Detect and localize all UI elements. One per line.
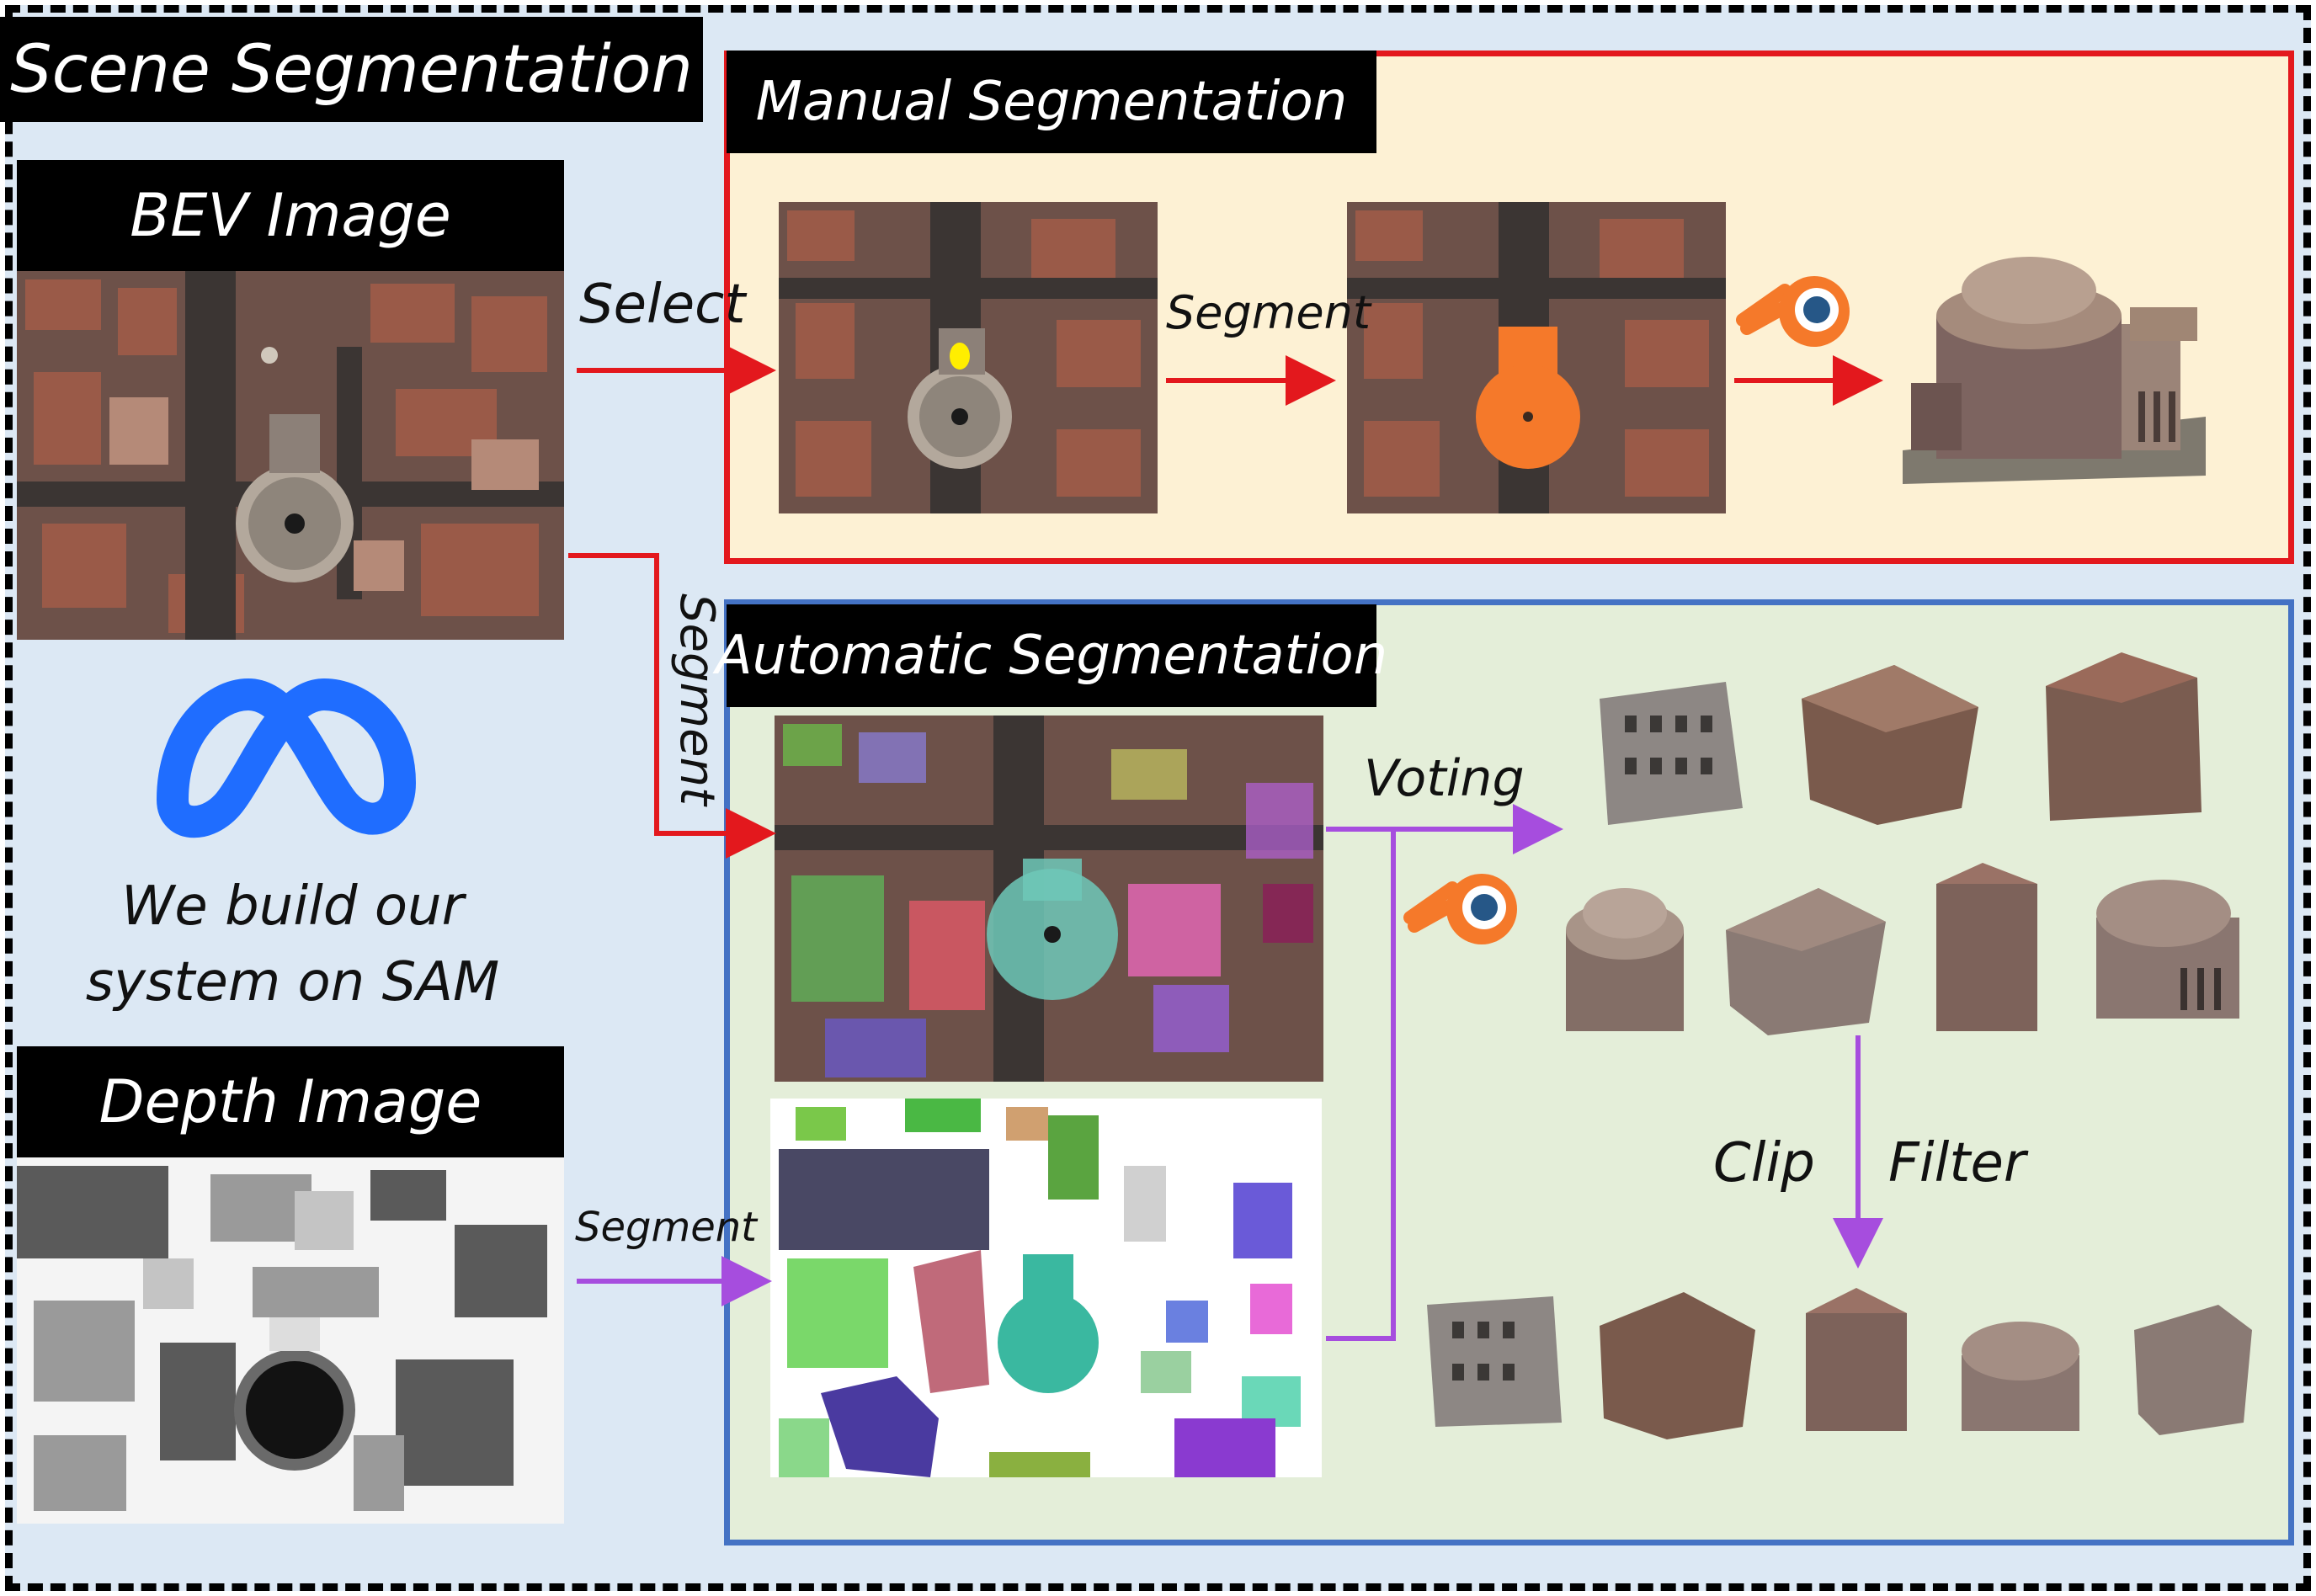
filtered-building-4 — [1945, 1296, 2096, 1439]
bev-image-title: BEV Image — [17, 160, 564, 271]
manual-segmentation-title: Manual Segmentation — [727, 51, 1376, 153]
depth-segment-label: Segment — [575, 1204, 757, 1251]
pantheon-3d-model — [1903, 257, 2206, 484]
meta-logo-icon — [157, 678, 416, 838]
bev-image — [17, 271, 564, 640]
building-model-6 — [1924, 859, 2046, 1040]
voting-label: Voting — [1364, 749, 1525, 808]
building-model-1 — [1583, 665, 1751, 833]
bev-segment-arrow — [568, 553, 776, 859]
clip-label: Clip — [1713, 1132, 1815, 1194]
select-label: Select — [579, 274, 746, 336]
bev-segment-label: Segment — [669, 593, 724, 806]
building-model-4 — [1549, 871, 1701, 1040]
auto-sam-overlay-image — [775, 716, 1323, 1082]
blender-logo-icon-2 — [1403, 874, 1517, 944]
depth-image — [17, 1157, 564, 1524]
depth-image-title: Depth Image — [17, 1046, 564, 1157]
filter-label: Filter — [1888, 1132, 2026, 1194]
manual-segmented-image — [1347, 202, 1726, 513]
manual-segment-label: Segment — [1166, 286, 1371, 339]
blender-logo-icon — [1736, 276, 1850, 347]
automatic-segmentation-title: Automatic Segmentation — [716, 604, 1387, 707]
filtered-building-1 — [1419, 1279, 1566, 1431]
building-model-2 — [1793, 657, 1983, 829]
auto-depth-segmentation-image — [770, 1099, 1322, 1477]
filtered-building-3 — [1793, 1279, 1919, 1439]
panel-title: Scene Segmentation — [0, 17, 703, 122]
sam-note-line2: system on SAM — [85, 951, 500, 1013]
filtered-building-5 — [2126, 1296, 2256, 1439]
sam-note-line1: We build our — [121, 875, 464, 938]
building-model-7 — [2079, 850, 2252, 1035]
building-model-5 — [1717, 880, 1894, 1040]
manual-input-image — [779, 202, 1158, 513]
building-model-3 — [2037, 652, 2210, 829]
filtered-building-2 — [1591, 1284, 1760, 1444]
voting-arrow — [1326, 804, 1563, 1341]
